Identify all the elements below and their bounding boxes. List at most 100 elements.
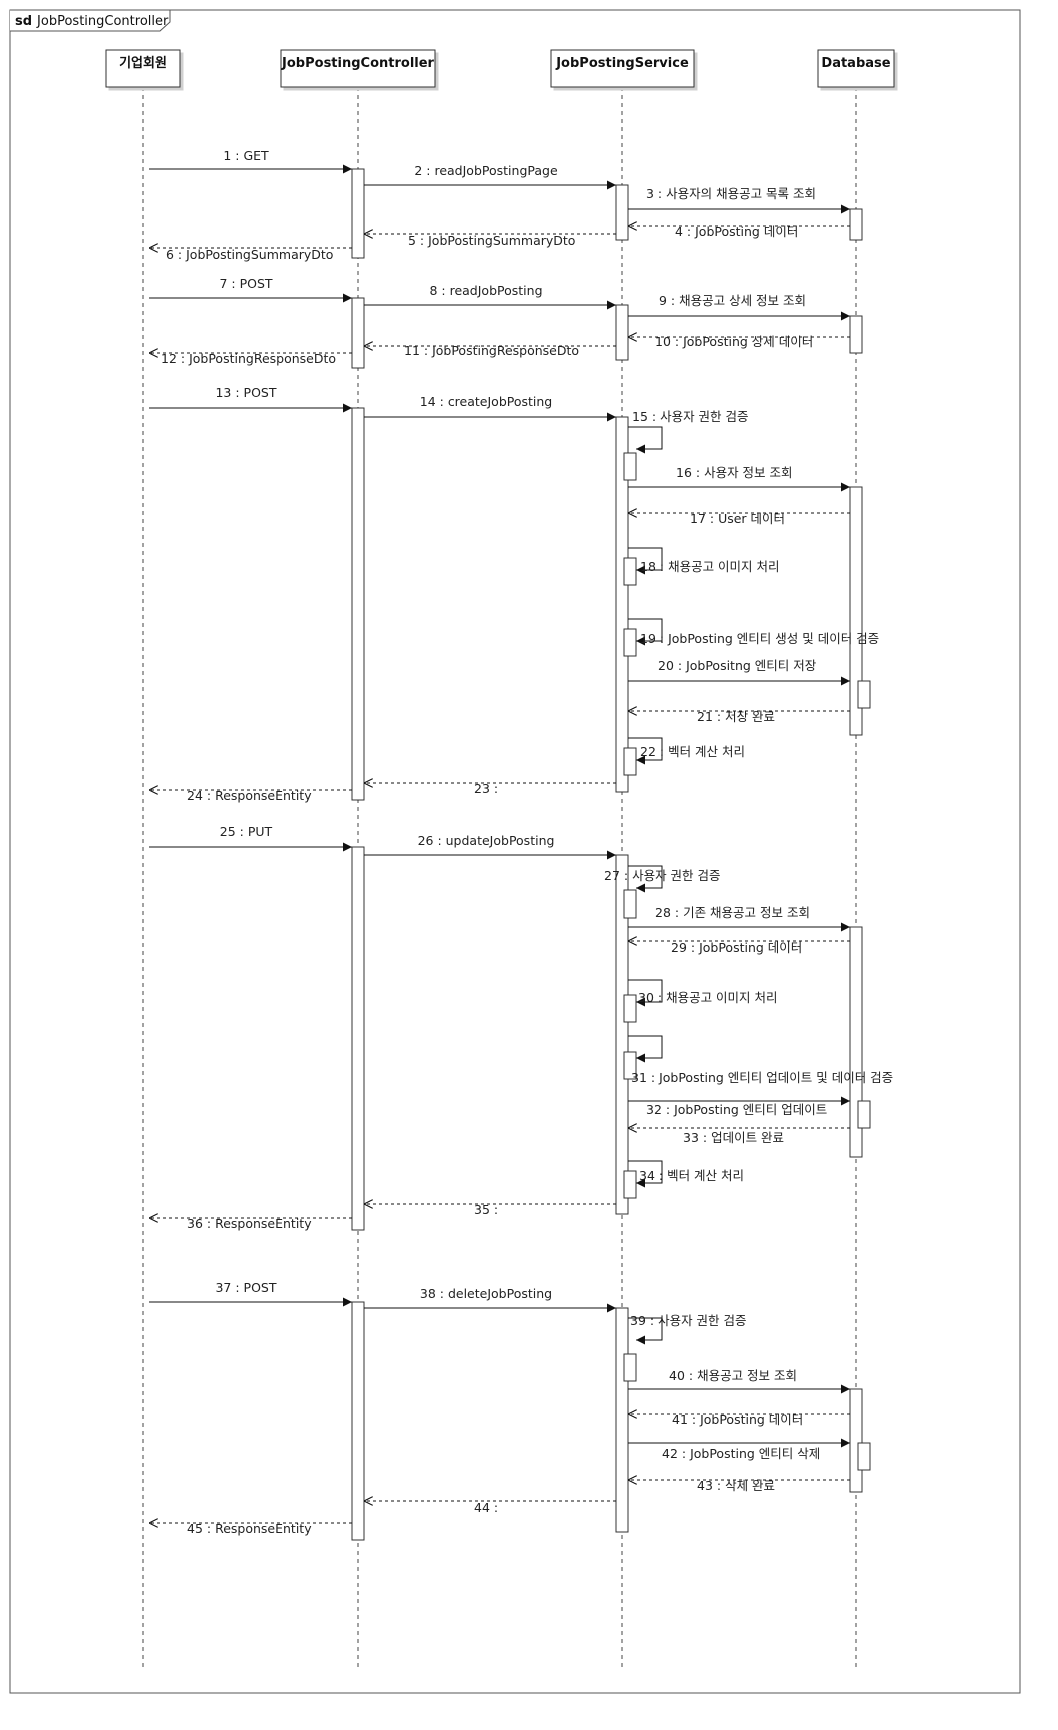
self-message-arrow xyxy=(628,426,663,454)
message-label: 9 : 채용공고 상세 정보 조회 xyxy=(659,293,806,308)
message-label: 29 : JobPosting 데이터 xyxy=(671,940,802,955)
message-23: 23 : xyxy=(364,781,616,796)
lifeline-name: 기업회원 xyxy=(119,55,167,71)
message-label: 17 : User 데이터 xyxy=(690,511,785,526)
message-label: 39 : 사용자 권한 검증 xyxy=(630,1313,747,1328)
message-label: 21 : 저장 완료 xyxy=(697,709,775,724)
activation-bar-service xyxy=(615,854,629,1215)
message-10: 10 : JobPosting 상세 데이터 xyxy=(628,334,850,349)
message-label: 31 : JobPosting 엔티티 업데이트 및 데이터 검증 xyxy=(631,1070,893,1085)
activation-bar-service xyxy=(623,747,637,776)
message-2: 2 : readJobPostingPage xyxy=(364,163,616,190)
message-label: 45 : ResponseEntity xyxy=(187,1521,312,1536)
message-label: 3 : 사용자의 채용공고 목록 조회 xyxy=(646,186,816,201)
message-label: 5 : JobPostingSummaryDto xyxy=(408,233,575,248)
message-label: 11 : JobPostingResponseDto xyxy=(404,343,579,358)
message-label: 2 : readJobPostingPage xyxy=(414,163,558,178)
message-25: 25 : PUT xyxy=(149,824,352,852)
message-22: 22 : 벡터 계산 처리 xyxy=(628,737,745,765)
message-3: 3 : 사용자의 채용공고 목록 조회 xyxy=(628,186,850,214)
activation-bar-controller xyxy=(351,168,365,259)
message-30: 30 : 채용공고 이미지 처리 xyxy=(628,979,778,1007)
message-44: 44 : xyxy=(364,1500,616,1515)
message-33: 33 : 업데이트 완료 xyxy=(628,1128,850,1145)
activation-bar-database xyxy=(849,486,863,736)
message-14: 14 : createJobPosting xyxy=(364,394,616,422)
self-message-arrow xyxy=(628,1160,663,1188)
message-40: 40 : 채용공고 정보 조회 xyxy=(628,1368,850,1394)
message-24: 24 : ResponseEntity xyxy=(149,788,352,803)
activation-bar-controller xyxy=(351,846,365,1231)
activation-bar-service xyxy=(623,889,637,919)
message-label: 4 : JobPosting 데이터 xyxy=(675,224,798,239)
activation-bar-controller xyxy=(351,297,365,369)
message-label: 25 : PUT xyxy=(220,824,273,839)
message-label: 27 : 사용자 권한 검증 xyxy=(604,868,721,883)
message-34: 34 : 벡터 계산 처리 xyxy=(628,1160,744,1188)
message-label: 24 : ResponseEntity xyxy=(187,788,312,803)
message-label: 42 : JobPosting 엔티티 삭제 xyxy=(662,1446,820,1461)
message-37: 37 : POST xyxy=(149,1280,352,1307)
activation-bar-service xyxy=(615,304,629,361)
self-message-arrow xyxy=(628,737,663,765)
lifeline-head-box xyxy=(550,49,695,88)
lifeline-name: Database xyxy=(821,56,890,71)
activation-bar-database xyxy=(857,1100,871,1129)
activation-bar-service xyxy=(623,557,637,586)
self-message-arrow xyxy=(628,865,663,893)
lifeline-head-box xyxy=(280,49,436,88)
message-20: 20 : JobPositng 엔티티 저장 xyxy=(628,658,850,686)
activation-bar-database xyxy=(849,315,863,354)
message-label: 23 : xyxy=(474,781,498,796)
message-45: 45 : ResponseEntity xyxy=(149,1521,352,1536)
message-label: 38 : deleteJobPosting xyxy=(420,1286,552,1301)
message-label: 14 : createJobPosting xyxy=(420,394,553,409)
lifeline-service: JobPostingService xyxy=(550,49,695,1668)
self-message-arrow xyxy=(628,1317,663,1345)
messages: 1 : GET 2 : readJobPostingPage 3 : 사용자의 채용… xyxy=(149,148,893,1536)
message-17: 17 : User 데이터 xyxy=(628,511,850,526)
message-12: 12 : JobPostingResponseDto xyxy=(149,351,352,366)
message-label: 32 : JobPosting 엔티티 업데이트 xyxy=(646,1102,827,1117)
message-18: 18 : 채용공고 이미지 처리 xyxy=(628,547,780,575)
activation-bar-service xyxy=(623,452,637,481)
lifelines: 기업회원 JobPostingController JobPostingServic… xyxy=(105,49,895,1668)
message-label: 8 : readJobPosting xyxy=(429,283,542,298)
lifeline-head-box xyxy=(817,49,895,88)
lifeline-name: JobPostingService xyxy=(555,56,689,71)
self-message-arrow xyxy=(628,547,663,575)
message-label: 13 : POST xyxy=(215,385,276,400)
activation-bar-database xyxy=(849,926,863,1158)
message-label: 33 : 업데이트 완료 xyxy=(683,1130,784,1145)
activation-bar-service xyxy=(623,628,637,657)
message-7: 7 : POST xyxy=(149,276,352,303)
message-5: 5 : JobPostingSummaryDto xyxy=(364,233,616,248)
message-27: 27 : 사용자 권한 검증 xyxy=(604,865,721,893)
message-label: 28 : 기존 채용공고 정보 조회 xyxy=(655,905,810,920)
lifeline-controller: JobPostingController xyxy=(280,49,436,1668)
activation-bar-service xyxy=(615,416,629,793)
message-29: 29 : JobPosting 데이터 xyxy=(628,940,850,955)
activation-bar-service xyxy=(615,1307,629,1533)
message-label: 26 : updateJobPosting xyxy=(418,833,555,848)
activation-bar-controller xyxy=(351,407,365,801)
activation-bar-service xyxy=(615,184,629,241)
activation-bars xyxy=(351,168,871,1541)
message-1: 1 : GET xyxy=(149,148,352,174)
message-8: 8 : readJobPosting xyxy=(364,283,616,310)
activation-bar-database xyxy=(849,208,863,241)
message-11: 11 : JobPostingResponseDto xyxy=(364,343,616,358)
message-label: 6 : JobPostingSummaryDto xyxy=(166,247,333,262)
message-label: 22 : 벡터 계산 처리 xyxy=(640,744,745,759)
message-label: 41 : JobPosting 데이터 xyxy=(672,1412,803,1427)
message-15: 15 : 사용자 권한 검증 xyxy=(628,409,749,454)
message-35: 35 : xyxy=(364,1202,616,1217)
message-label: 43 : 삭제 완료 xyxy=(697,1478,775,1493)
lifeline-database: Database xyxy=(817,49,895,1668)
message-42: 42 : JobPosting 엔티티 삭제 xyxy=(628,1438,850,1461)
message-16: 16 : 사용자 정보 조회 xyxy=(628,465,850,492)
lifeline-name: JobPostingController xyxy=(281,56,435,71)
activation-bar-service xyxy=(623,1170,637,1199)
